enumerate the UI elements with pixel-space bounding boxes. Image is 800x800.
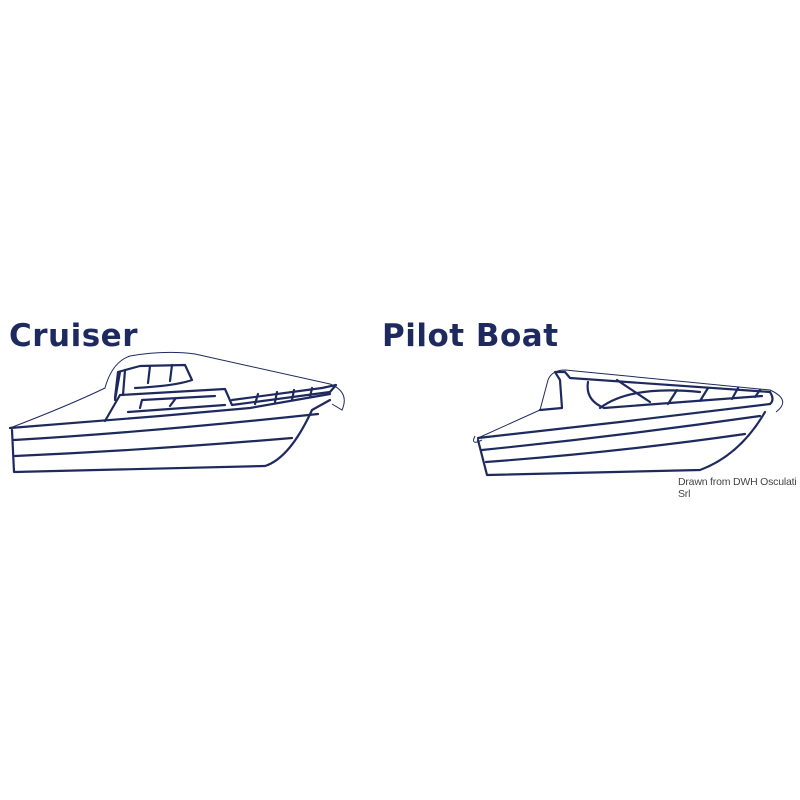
cruiser-rub-line: [12, 412, 320, 442]
cruiser-hull: [10, 398, 332, 474]
cruiser-cabin: [103, 383, 338, 423]
pilot-cover-outline: [473, 369, 784, 443]
pilot-cabin: [538, 370, 774, 412]
cruiser-deck-line: [8, 392, 332, 430]
pilot-rub-line: [480, 414, 762, 452]
cruiser-label: Cruiser: [9, 318, 138, 354]
pilot-boat-drawing: [473, 369, 784, 477]
pilot-hull: [476, 410, 767, 477]
credit-text: Drawn from DWH Osculati Srl: [678, 476, 797, 500]
cruiser-flybridge: [113, 363, 194, 400]
cruiser-stripe: [13, 436, 294, 458]
cruiser-cover-outline: [9, 351, 345, 429]
pilot-deck-line: [476, 402, 772, 440]
cruiser-windscreen: [113, 363, 174, 402]
cruiser-drawing: [8, 351, 345, 474]
cruiser-windows: [126, 386, 314, 414]
pilot-boat-label: Pilot Boat: [382, 318, 559, 354]
pilot-stripe: [484, 432, 747, 464]
pilot-windows: [586, 378, 764, 410]
